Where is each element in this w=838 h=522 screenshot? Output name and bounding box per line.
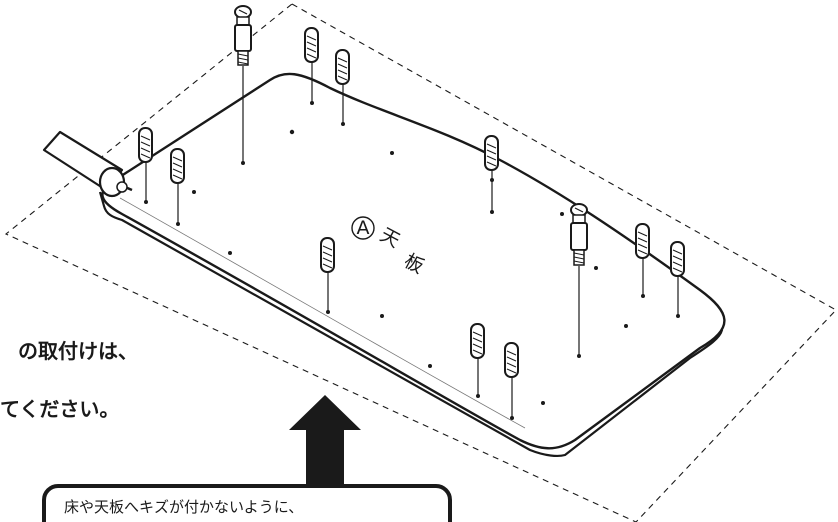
cam-bolt bbox=[570, 203, 588, 356]
dowel-pin bbox=[320, 237, 335, 312]
up-arrow-icon bbox=[289, 395, 361, 500]
dowel-pins bbox=[138, 27, 685, 418]
dowel-pin bbox=[484, 135, 499, 212]
note-callout: 床や天板へキズが付かないように、 bbox=[42, 484, 452, 522]
dowel-pin bbox=[335, 49, 350, 124]
tabletop-panel bbox=[101, 72, 726, 450]
note-text: 床や天板へキズが付かないように、 bbox=[64, 498, 303, 516]
dowel-pin bbox=[170, 148, 185, 224]
tabletop-bevel bbox=[119, 197, 526, 429]
dowel-pin bbox=[304, 27, 319, 103]
dowel-pin bbox=[470, 323, 485, 396]
cam-bolt bbox=[234, 5, 252, 163]
screwdriver-icon bbox=[42, 130, 133, 198]
dowel-pin bbox=[504, 342, 519, 418]
instruction-line-2: てください。 bbox=[0, 397, 119, 421]
dowel-pin bbox=[138, 127, 153, 202]
dowel-pin bbox=[670, 241, 685, 316]
instruction-line-1: の取付けは、 bbox=[18, 339, 138, 363]
dowel-pin bbox=[635, 223, 650, 296]
panel-label-letter: A bbox=[357, 217, 370, 239]
